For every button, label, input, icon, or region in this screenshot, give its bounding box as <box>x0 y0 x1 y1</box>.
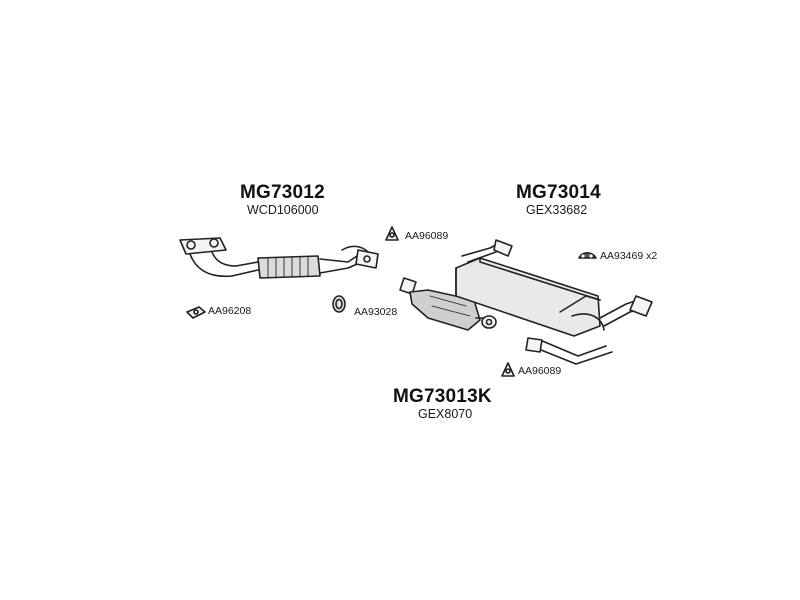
clamp-icon[interactable] <box>385 226 399 241</box>
rear-silencer-part-number[interactable]: MG73014 <box>516 182 601 203</box>
front-exhaust-pipe-icon[interactable] <box>179 237 379 279</box>
gasket-icon[interactable] <box>186 306 206 319</box>
ring-gasket-icon[interactable] <box>332 295 346 313</box>
front-pipe-reference: WCD106000 <box>247 203 319 217</box>
front-gasket-reference[interactable]: AA96208 <box>208 305 252 317</box>
catalytic-converter-icon[interactable] <box>399 277 497 331</box>
catalyst-reference: GEX8070 <box>418 407 473 421</box>
lower-clamp-reference[interactable]: AA96089 <box>518 365 562 377</box>
front-pipe-part-number[interactable]: MG73012 <box>240 182 325 203</box>
rubber-hanger-reference[interactable]: AA93469 x2 <box>600 250 658 262</box>
rubber-hanger-icon[interactable] <box>578 251 597 259</box>
ring-gasket-reference[interactable]: AA93028 <box>354 306 398 318</box>
rear-silencer-reference: GEX33682 <box>526 203 588 217</box>
clamp-icon[interactable] <box>501 362 515 377</box>
catalyst-part-number[interactable]: MG73013K <box>393 386 492 407</box>
upper-clamp-reference[interactable]: AA96089 <box>405 230 449 242</box>
rear-silencer-icon[interactable] <box>455 239 653 365</box>
